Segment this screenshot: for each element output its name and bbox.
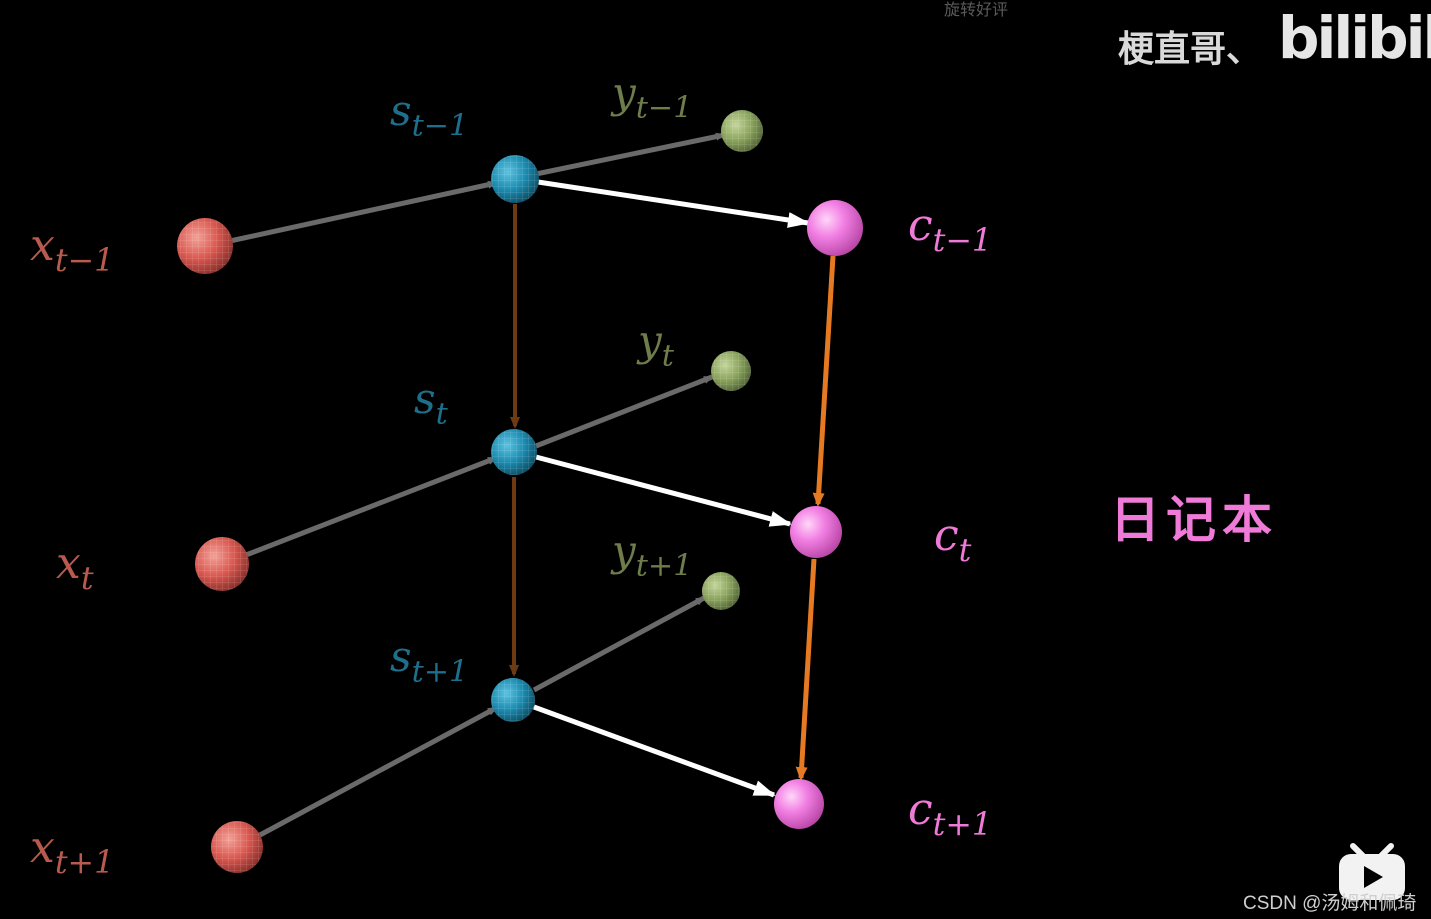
c-node-1 bbox=[807, 200, 863, 256]
s-nodes bbox=[491, 155, 539, 722]
x-node-3 bbox=[211, 821, 263, 873]
link-s1-c1 bbox=[517, 171, 810, 228]
c-node-2 bbox=[790, 506, 842, 558]
bilibili-logo: bilibili bbox=[1278, 4, 1431, 72]
edge-c2-to-c3 bbox=[795, 558, 817, 781]
edge-x-to-s-3 bbox=[258, 705, 498, 838]
c-label-1: ct−1 bbox=[908, 200, 993, 260]
y-label-2: yt bbox=[638, 316, 674, 374]
y-node-1 bbox=[721, 110, 763, 152]
output-edges bbox=[532, 132, 726, 693]
s-node-1 bbox=[491, 155, 539, 203]
s-label-2: st bbox=[414, 374, 448, 432]
edge-s-to-y-1 bbox=[535, 132, 726, 177]
edge-s-to-y-2 bbox=[535, 374, 714, 449]
y-node-3 bbox=[702, 572, 740, 610]
x-label-3: xt+1 bbox=[30, 822, 115, 882]
s-chain-edges bbox=[509, 204, 520, 677]
x-label-1: xt−1 bbox=[30, 220, 115, 280]
c-chain-edges bbox=[795, 255, 836, 781]
c-nodes bbox=[774, 200, 863, 829]
edge-x-to-s-2 bbox=[245, 455, 498, 558]
y-nodes bbox=[702, 110, 763, 610]
s-node-2 bbox=[491, 429, 537, 475]
s-label-1: st−1 bbox=[390, 86, 469, 144]
link-s2-c2 bbox=[514, 444, 792, 527]
x-node-1 bbox=[177, 218, 233, 274]
notebook-label: 日记本 bbox=[1110, 491, 1278, 549]
y-label-1: yt−1 bbox=[612, 68, 693, 126]
s-label-3: st+1 bbox=[390, 632, 469, 690]
edge-x-to-s-1 bbox=[229, 180, 498, 244]
x-label-2: xt bbox=[56, 538, 94, 598]
link-s3-c3 bbox=[512, 692, 776, 798]
bilibili-tv-icon bbox=[1339, 843, 1405, 900]
y-label-3: yt+1 bbox=[612, 526, 693, 584]
csdn-watermark: CSDN @汤姆和佩琦 bbox=[1243, 893, 1417, 914]
edge-c1-to-c2 bbox=[812, 255, 836, 507]
y-node-2 bbox=[711, 351, 751, 391]
uploader-name: 梗直哥、 bbox=[1118, 29, 1263, 70]
top-caption: 旋转好评 bbox=[944, 0, 1009, 19]
s-node-3 bbox=[491, 678, 535, 722]
edge-s-to-y-3 bbox=[532, 595, 706, 693]
s-c-links bbox=[512, 171, 810, 798]
input-edges bbox=[229, 180, 498, 838]
c-label-2: ct bbox=[934, 510, 972, 570]
x-nodes bbox=[177, 218, 263, 873]
c-label-3: ct+1 bbox=[908, 784, 993, 844]
x-node-2 bbox=[195, 537, 249, 591]
c-node-3 bbox=[774, 779, 824, 829]
